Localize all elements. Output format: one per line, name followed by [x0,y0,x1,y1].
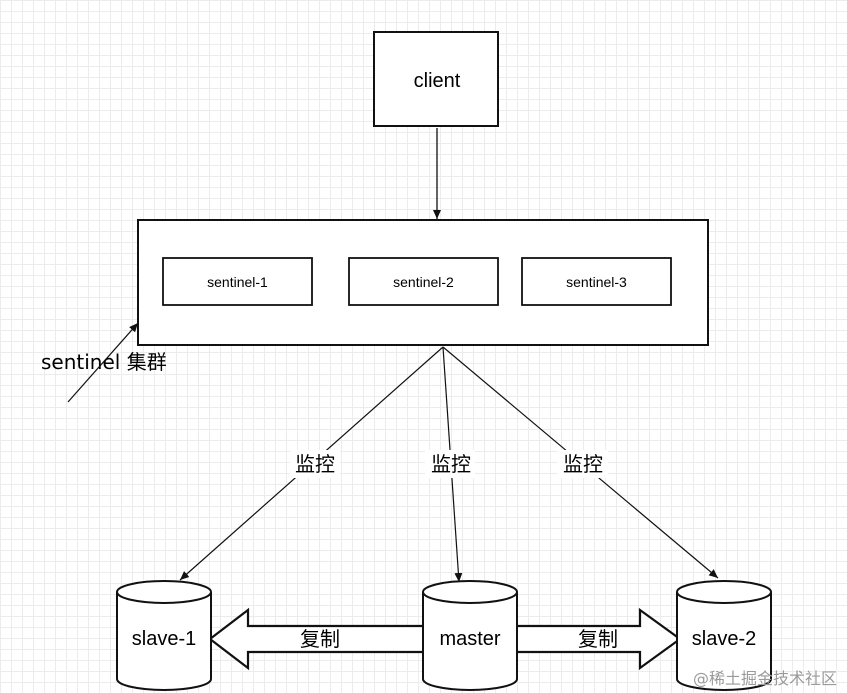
slave-2-database: slave-2 [676,580,772,691]
slave-1-label: slave-1 [132,628,196,650]
monitor-label-3: 监控 [563,452,603,476]
sentinel-2-node: sentinel-2 [348,257,499,306]
monitor-label-bg-2 [425,450,475,478]
watermark: @稀土掘金技术社区 [693,669,837,688]
replication-label-right: 复制 [578,627,618,651]
sentinel-2-label: sentinel-2 [393,274,454,290]
monitor-label-bg-1 [290,450,340,478]
cluster-pointer-arrow [67,322,139,403]
slave-1-database: slave-1 [116,580,212,691]
client-label: client [414,70,461,92]
monitor-label-2: 监控 [431,452,471,476]
client-node: client [373,31,499,127]
database-icon [676,592,772,691]
replication-label-left: 复制 [300,627,340,651]
sentinel-3-node: sentinel-3 [521,257,672,306]
replication-arrow-left [208,607,430,671]
database-icon [422,592,518,691]
sentinel-cluster: sentinel-1 sentinel-2 sentinel-3 [137,219,709,346]
sentinel-1-node: sentinel-1 [162,257,313,306]
master-database: master [422,580,518,691]
database-icon [116,592,212,691]
master-label: master [439,628,500,650]
sentinel-3-label: sentinel-3 [566,274,627,290]
monitor-label-1: 监控 [295,452,335,476]
slave-2-label: slave-2 [692,628,756,650]
sentinel-1-label: sentinel-1 [207,274,268,290]
replication-arrow-right [514,607,682,671]
monitor-label-bg-3 [558,450,608,478]
